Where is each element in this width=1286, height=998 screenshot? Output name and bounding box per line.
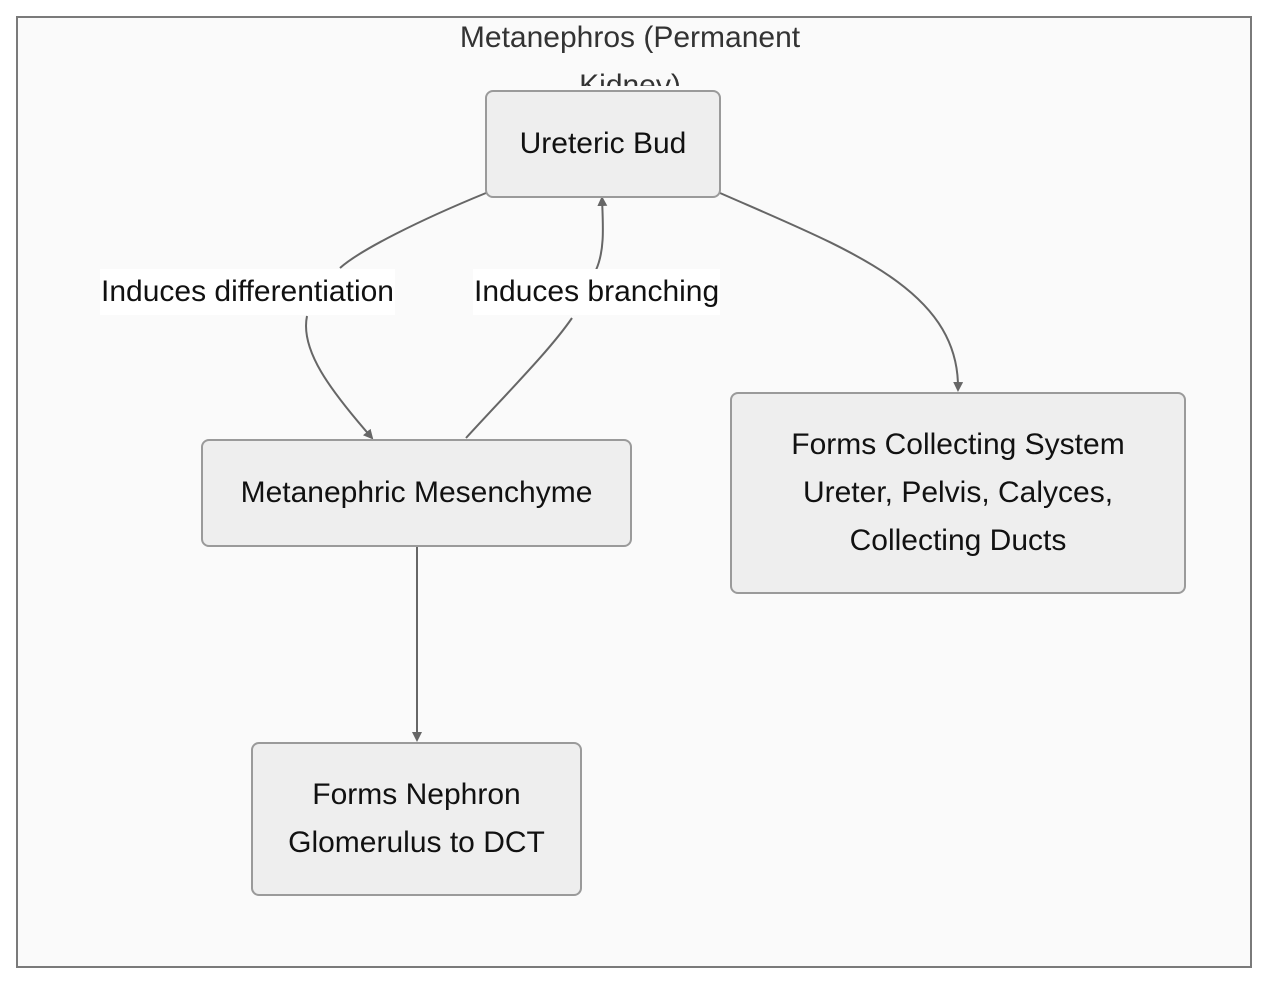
edge-label-induces-differentiation: Induces differentiation xyxy=(100,269,395,315)
edge-induces-differentiation xyxy=(305,192,487,438)
edge-label-induces-branching: Induces branching xyxy=(473,269,721,315)
node-collecting-system[interactable]: Forms Collecting System Ureter, Pelvis, … xyxy=(730,392,1186,594)
node-ureteric-bud[interactable]: Ureteric Bud xyxy=(485,90,721,198)
node-metanephric-mesenchyme-label: Metanephric Mesenchyme xyxy=(240,476,593,509)
node-nephron[interactable]: Forms Nephron Glomerulus to DCT xyxy=(251,742,582,896)
node-ureteric-bud-label: Ureteric Bud xyxy=(519,127,687,160)
node-metanephric-mesenchyme[interactable]: Metanephric Mesenchyme xyxy=(201,439,632,547)
node-nephron-line2: Glomerulus to DCT xyxy=(288,826,545,859)
node-collecting-system-line2: Ureter, Pelvis, Calyces, xyxy=(802,476,1114,509)
edge-bud-to-collecting-system xyxy=(719,192,964,392)
edge-induces-branching xyxy=(465,198,603,439)
node-nephron-line1: Forms Nephron xyxy=(312,778,521,811)
node-collecting-system-line1: Forms Collecting System xyxy=(791,428,1125,461)
node-collecting-system-line3: Collecting Ducts xyxy=(849,524,1067,557)
cluster-title: Metanephros (Permanent Kidney) xyxy=(459,21,801,86)
